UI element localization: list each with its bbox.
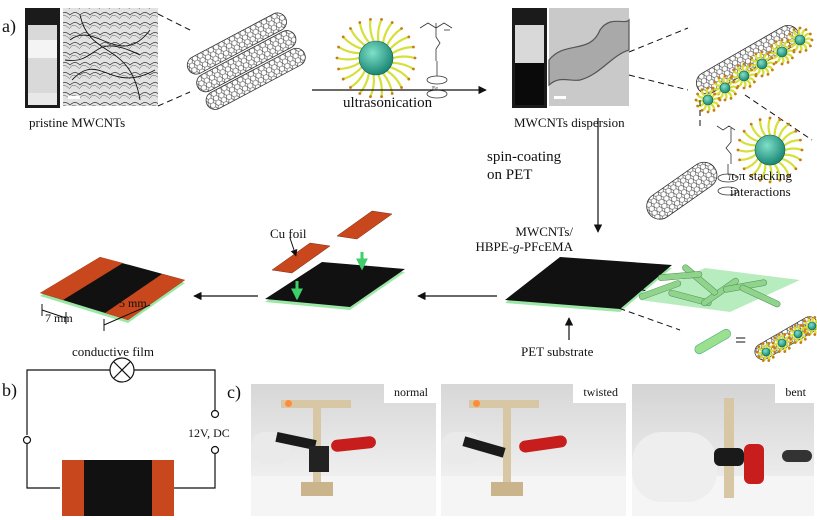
ultrasonication-label: ultrasonication	[343, 95, 433, 111]
svg-text:Fe: Fe	[432, 86, 438, 92]
panel-label-c: c)	[227, 382, 241, 402]
pristine-tem-image	[63, 8, 158, 106]
conductive-film-label: conductive film	[72, 344, 154, 359]
film-line1: MWCNTs/	[515, 224, 573, 239]
pristine-label: pristine MWCNTs	[29, 115, 126, 130]
cu-foil-label: Cu foil	[270, 226, 307, 241]
photo-caption-bent: bent	[775, 384, 814, 403]
nanotube-bundle-1	[186, 12, 306, 110]
circuit-film	[62, 460, 174, 516]
pi-stacking-line2: interactions	[730, 184, 791, 199]
voltage-label: 12V, DC	[188, 426, 230, 440]
panel-label-a: a)	[2, 16, 16, 36]
panel-label-b: b)	[2, 380, 17, 400]
decorated-nanotube	[694, 24, 814, 114]
film-composition-label: MWCNTs/ HBPE-g-PFcEMA	[458, 224, 573, 254]
dim-width-label: 7 mm	[45, 311, 73, 325]
nanotube-network	[638, 264, 800, 312]
pristine-vial	[25, 8, 60, 108]
coated-film	[505, 257, 672, 312]
circuit-diagram	[22, 357, 220, 489]
photo-caption-normal: normal	[384, 384, 436, 403]
dispersion-tem-image	[548, 8, 630, 106]
monomer-structure: Fe	[419, 22, 453, 99]
legend-decorated-tube	[754, 316, 817, 362]
polymer-star	[335, 17, 417, 99]
polymer-star-detail	[736, 116, 804, 184]
photo-bent: bent	[632, 384, 814, 516]
conductive-film	[40, 257, 185, 331]
pi-stacking-detail	[646, 125, 739, 220]
photo-twisted: twisted	[441, 384, 626, 516]
photo-normal: normal	[251, 384, 436, 516]
dispersion-label: MWCNTs dispersion	[514, 115, 625, 130]
spin-coating-label: spin-coating on PET	[487, 148, 561, 184]
dim-length-label: 5 mm	[119, 296, 147, 310]
dispersion-vial	[512, 8, 547, 108]
legend-tube	[694, 329, 731, 355]
film-line2: HBPE-g-PFcEMA	[475, 239, 573, 254]
pi-stacking-line1: π-π stacking	[728, 168, 793, 183]
pi-stacking-label: π-π stacking interactions	[728, 168, 792, 200]
equals-sign: =	[735, 330, 747, 352]
spin-coating-line1: spin-coating	[487, 149, 562, 165]
photo-caption-twisted: twisted	[573, 384, 626, 403]
cu-foil-assembly	[265, 210, 405, 310]
pet-substrate-label: PET substrate	[521, 344, 594, 359]
spin-coating-line2: on PET	[487, 167, 533, 183]
